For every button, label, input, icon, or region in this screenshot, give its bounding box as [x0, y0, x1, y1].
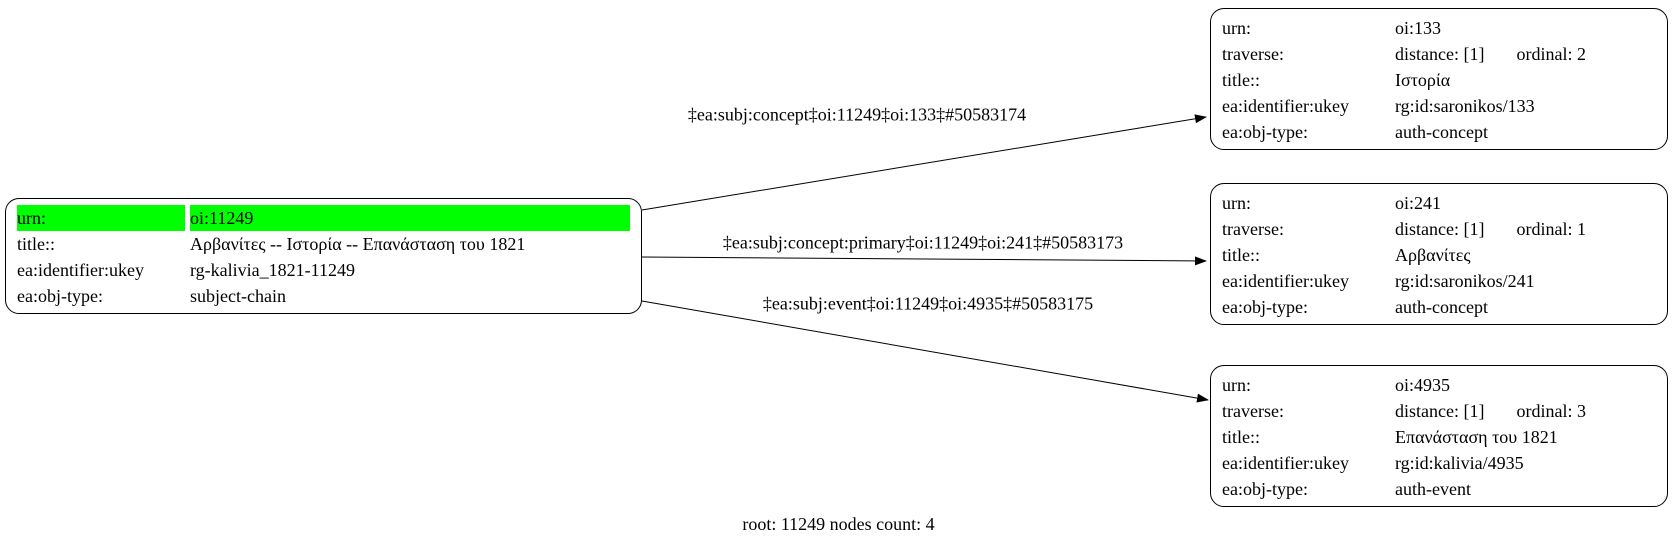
ordinal-value: ordinal: 3 [1516, 401, 1586, 421]
field-value: oi:4935 [1395, 375, 1451, 395]
node-oi-241: urn: oi:241 traverse: distance: [1] ordin… [1210, 183, 1668, 325]
field-label: ea:obj-type: [17, 286, 103, 306]
field-label: ea:obj-type: [1222, 479, 1308, 499]
edge-label-concept-primary: ‡ea:subj:concept:primary‡oi:11249‡oi:241… [722, 232, 1124, 253]
field-label: urn: [1222, 18, 1251, 38]
field-label: ea:identifier:ukey [1222, 453, 1349, 473]
field-label: title:: [1222, 245, 1260, 265]
field-value: rg-kalivia_1821-11249 [190, 260, 355, 280]
field-value: Ιστορία [1395, 70, 1451, 90]
field-label: ea:obj-type: [1222, 297, 1308, 317]
field-label: traverse: [1222, 219, 1284, 239]
field-value: distance: [1] ordinal: 1 [1395, 216, 1656, 242]
field-row-traverse: traverse: distance: [1] ordinal: 2 [1222, 41, 1656, 67]
edge-label-concept: ‡ea:subj:concept‡oi:11249‡oi:133‡#505831… [687, 104, 1027, 125]
field-label: traverse: [1222, 44, 1284, 64]
distance-value: distance: [1] [1395, 219, 1485, 239]
field-value: auth-event [1395, 479, 1471, 499]
field-label: traverse: [1222, 401, 1284, 421]
field-row-obj-type: ea:obj-type: subject-chain [17, 283, 630, 309]
field-label: title:: [1222, 427, 1260, 447]
field-row-urn: urn: oi:133 [1222, 15, 1656, 41]
field-value: Επανάσταση του 1821 [1395, 427, 1558, 447]
field-value: oi:133 [1395, 18, 1442, 38]
field-row-identifier: ea:identifier:ukey rg-kalivia_1821-11249 [17, 257, 630, 283]
field-value: Αρβανίτες -- Ιστορία -- Επανάσταση του 1… [190, 234, 526, 254]
graph-caption: root: 11249 nodes count: 4 [742, 514, 935, 534]
field-label: title:: [17, 234, 55, 254]
distance-value: distance: [1] [1395, 44, 1485, 64]
edge-concept-primary-line [641, 256, 1207, 266]
field-row-obj-type: ea:obj-type: auth-concept [1222, 294, 1656, 320]
edge-concept-line [641, 114, 1207, 211]
field-value: Αρβανίτες [1395, 245, 1471, 265]
node-oi-133: urn: oi:133 traverse: distance: [1] ordin… [1210, 8, 1668, 150]
field-label: urn: [1222, 193, 1251, 213]
field-row-obj-type: ea:obj-type: auth-event [1222, 476, 1656, 502]
field-row-identifier: ea:identifier:ukey rg:id:saronikos/133 [1222, 93, 1656, 119]
field-row-traverse: traverse: distance: [1] ordinal: 3 [1222, 398, 1656, 424]
field-value: auth-concept [1395, 297, 1488, 317]
field-value: distance: [1] ordinal: 2 [1395, 41, 1656, 67]
field-row-traverse: traverse: distance: [1] ordinal: 1 [1222, 216, 1656, 242]
field-row-urn: urn: oi:241 [1222, 190, 1656, 216]
field-row-obj-type: ea:obj-type: auth-concept [1222, 119, 1656, 145]
node-root-oi-11249: urn: oi:11249 title:: Αρβανίτες -- Ιστορ… [5, 198, 642, 314]
field-row-urn: urn: oi:4935 [1222, 372, 1656, 398]
edge-event-line [641, 300, 1209, 403]
field-value: rg:id:saronikos/241 [1395, 271, 1535, 291]
field-value: oi:11249 [190, 205, 630, 231]
edge-label-event: ‡ea:subj:event‡oi:11249‡oi:4935‡#5058317… [762, 293, 1094, 314]
field-row-title: title:: Επανάσταση του 1821 [1222, 424, 1656, 450]
field-row-urn: urn: oi:11249 [17, 205, 630, 231]
ordinal-value: ordinal: 1 [1516, 219, 1586, 239]
node-oi-4935: urn: oi:4935 traverse: distance: [1] ordi… [1210, 365, 1668, 507]
field-label: urn: [17, 205, 185, 231]
distance-value: distance: [1] [1395, 401, 1485, 421]
field-value: subject-chain [190, 286, 286, 306]
field-label: title:: [1222, 70, 1260, 90]
ordinal-value: ordinal: 2 [1516, 44, 1586, 64]
field-value: auth-concept [1395, 122, 1488, 142]
field-label: ea:identifier:ukey [1222, 271, 1349, 291]
field-label: urn: [1222, 375, 1251, 395]
field-label: ea:obj-type: [1222, 122, 1308, 142]
field-row-title: title:: Αρβανίτες -- Ιστορία -- Επανάστα… [17, 231, 630, 257]
field-row-identifier: ea:identifier:ukey rg:id:saronikos/241 [1222, 268, 1656, 294]
field-value: rg:id:saronikos/133 [1395, 96, 1535, 116]
field-value: oi:241 [1395, 193, 1442, 213]
field-value: rg:id:kalivia/4935 [1395, 453, 1524, 473]
field-value: distance: [1] ordinal: 3 [1395, 398, 1656, 424]
field-row-identifier: ea:identifier:ukey rg:id:kalivia/4935 [1222, 450, 1656, 476]
field-label: ea:identifier:ukey [17, 260, 144, 280]
field-label: ea:identifier:ukey [1222, 96, 1349, 116]
field-row-title: title:: Ιστορία [1222, 67, 1656, 93]
field-row-title: title:: Αρβανίτες [1222, 242, 1656, 268]
